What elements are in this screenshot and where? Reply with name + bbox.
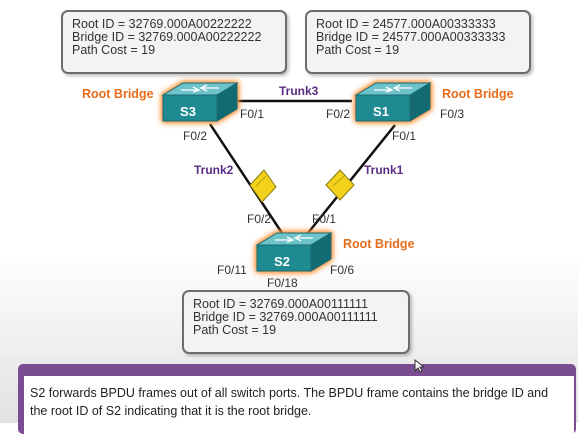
s3-port-f01: F0/1 [240,107,265,121]
topology-links [208,99,396,234]
s1-path-cost: Path Cost = 19 [316,43,400,57]
s3-root-bridge-label: Root Bridge [82,87,154,101]
switch-s2-name: S2 [274,254,290,269]
s3-info-box: Root ID = 32769.000A00222222 Bridge ID =… [61,10,287,74]
s2-port-f02: F0/2 [247,212,272,226]
trunk1-label: Trunk1 [364,163,404,177]
trunk2-link [208,123,284,234]
s1-port-f01: F0/1 [392,129,417,143]
s2-root-id: Root ID = 32769.000A00111111 [193,297,369,311]
trunk2-label: Trunk2 [194,163,234,177]
switch-s3-name: S3 [180,104,196,119]
s2-port-f018: F0/18 [267,276,298,290]
trunk3-label: Trunk3 [279,84,319,98]
description-text: S2 forwards BPDU frames out of all switc… [24,376,574,436]
s2-root-bridge-label: Root Bridge [343,237,415,251]
bpdu-frame-icon [325,169,355,201]
switch-s3[interactable]: S3 [161,82,239,123]
s1-bridge-id: Bridge ID = 24577.000A00333333 [316,30,506,44]
trunk1-link [307,124,396,234]
divider [0,357,578,358]
switch-s2[interactable]: S2 [255,232,333,273]
switch-s1[interactable]: S1 [354,82,432,123]
switch-s1-name: S1 [373,104,389,119]
s2-info-box: Root ID = 32769.000A00111111 Bridge ID =… [182,290,410,354]
s3-port-f02: F0/2 [183,129,208,143]
switch-icon [354,82,432,122]
bpdu-frame-icon [249,169,277,203]
s2-port-f06: F0/6 [330,263,355,277]
s1-root-id: Root ID = 24577.000A00333333 [316,17,496,31]
s2-path-cost: Path Cost = 19 [193,323,277,337]
s1-root-bridge-label: Root Bridge [442,87,514,101]
s3-root-id: Root ID = 32769.000A00222222 [72,17,252,31]
s2-port-f011: F0/11 [217,263,247,277]
s1-info-box: Root ID = 24577.000A00333333 Bridge ID =… [305,10,531,74]
s1-port-f02: F0/2 [326,107,351,121]
switch-icon [255,232,333,272]
s3-path-cost: Path Cost = 19 [72,43,156,57]
s3-bridge-id: Bridge ID = 32769.000A00222222 [72,30,262,44]
switch-icon [161,82,239,122]
mouse-cursor-icon [414,359,424,373]
s2-bridge-id: Bridge ID = 32769.000A00111111 [193,310,378,324]
s2-port-f01: F0/1 [312,212,337,226]
s1-port-f03: F0/3 [440,107,465,121]
